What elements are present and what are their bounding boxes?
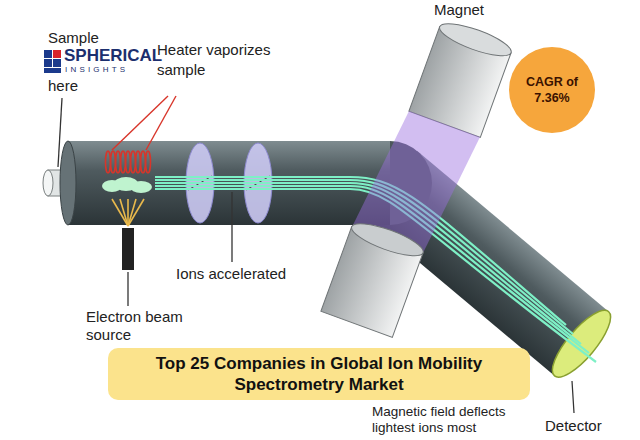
logo-block <box>44 59 52 67</box>
ray <box>128 199 144 226</box>
coil-turn <box>146 151 151 173</box>
logo-wordmark: SPHERICAL <box>64 47 174 65</box>
title-banner: Top 25 Companies in Global Ion Mobility … <box>108 348 530 400</box>
logo-icon <box>44 50 61 73</box>
ray <box>128 199 136 226</box>
magnet-label: Magnet <box>434 1 514 19</box>
logo-block <box>44 68 61 73</box>
accelerator-label: Ions accelerated <box>176 265 316 283</box>
heater-label: Heater vaporizes sample <box>157 40 292 80</box>
tube-end-cap <box>60 141 76 225</box>
detector-label: Detector <box>545 417 625 435</box>
logo-block <box>44 50 52 58</box>
field-label: Magnetic field deflects lightest ions mo… <box>372 404 537 436</box>
badge-text: CAGR of 7.36% <box>521 74 583 106</box>
heater-wire <box>146 96 176 150</box>
leader-line <box>231 192 232 262</box>
electron-rays <box>112 199 144 226</box>
cagr-badge: CAGR of 7.36% <box>509 47 595 133</box>
title-text: Top 25 Companies in Global Ion Mobility … <box>156 354 482 394</box>
logo-tagline: INSIGHTS <box>65 65 175 75</box>
inlet-cap <box>43 170 53 196</box>
vapor-puff <box>130 181 152 193</box>
leader-line <box>58 98 62 167</box>
magnet-bottom <box>321 217 427 337</box>
source-label: Electron beam source <box>86 308 216 344</box>
ray <box>120 199 128 226</box>
electron-source <box>122 228 134 270</box>
magnet-face <box>348 217 426 262</box>
ray <box>112 199 128 226</box>
leader-line <box>127 272 128 306</box>
sample-vapor <box>102 177 152 193</box>
magnet-cap <box>436 17 514 62</box>
logo-block <box>53 50 61 58</box>
heater-coil <box>106 151 151 173</box>
logo-block <box>53 59 61 67</box>
heater-wire <box>112 96 168 150</box>
leader-line <box>572 381 574 413</box>
